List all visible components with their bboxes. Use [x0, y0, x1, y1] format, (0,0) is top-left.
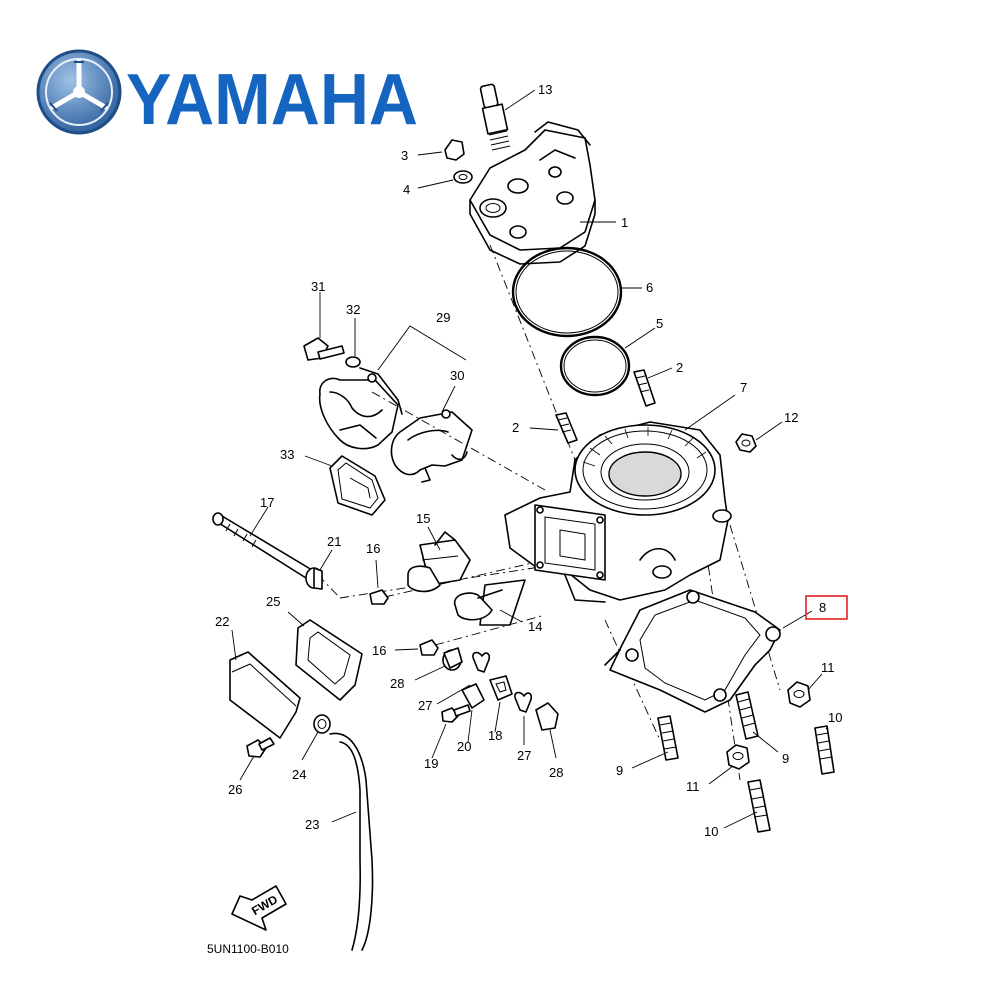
- part-stud-bolt-2-right: [633, 367, 673, 407]
- diagram-code: 5UN1100-B010: [207, 942, 289, 956]
- callout-28-upper: 28: [390, 676, 404, 691]
- callout-14: 14: [528, 619, 542, 634]
- part-stud-bolt-9-left: [631, 715, 679, 769]
- part-plate-22: [229, 629, 301, 739]
- callout-2-left: 2: [512, 420, 519, 435]
- part-cylinder-head: [469, 121, 616, 265]
- part-clamp-30: [390, 385, 473, 483]
- callout-16-lower: 16: [372, 643, 386, 658]
- part-bushing-28-lower: [535, 702, 559, 759]
- callout-32: 32: [346, 302, 360, 317]
- callout-11-lower: 11: [686, 779, 700, 794]
- callout-26: 26: [228, 782, 242, 797]
- part-cylinder: [504, 394, 736, 603]
- tuning-fork-emblem-icon: [36, 49, 122, 135]
- callout-30: 30: [450, 368, 464, 383]
- brand-name: YAMAHA: [126, 60, 418, 140]
- callout-31: 31: [311, 279, 325, 294]
- callout-27-lower: 27: [517, 748, 531, 763]
- callout-10-right: 10: [828, 710, 842, 725]
- part-washer-32: [345, 318, 361, 368]
- part-nut-12: [735, 421, 783, 453]
- callout-4: 4: [403, 182, 410, 197]
- part-o-ring-5: [559, 327, 656, 397]
- callout-27-upper: 27: [418, 698, 432, 713]
- callout-21: 21: [327, 534, 341, 549]
- part-washer-4: [417, 170, 473, 189]
- callout-22: 22: [215, 614, 229, 629]
- part-nut-11-upper: [787, 673, 823, 708]
- part-bolt-16-upper: [369, 559, 389, 605]
- part-nut-3: [417, 139, 465, 161]
- part-stud-bolt-10-bottom: [723, 779, 771, 833]
- part-valve-14: [453, 579, 526, 626]
- part-bushing-21: [305, 549, 333, 590]
- part-bushing-28-upper: [414, 647, 463, 681]
- callout-15: 15: [416, 511, 430, 526]
- part-shaft-17: [212, 506, 313, 579]
- callout-25: 25: [266, 594, 280, 609]
- part-spark-plug: [479, 83, 536, 151]
- part-bolt-26: [239, 737, 275, 781]
- callout-20: 20: [457, 739, 471, 754]
- callout-11-upper: 11: [821, 660, 835, 675]
- part-bracket-18: [489, 675, 513, 733]
- part-clamp-29: [318, 325, 467, 450]
- selected-part-highlight[interactable]: [805, 595, 848, 620]
- fwd-arrow-icon: FWD: [231, 885, 287, 931]
- part-bolt-16-lower: [394, 639, 439, 656]
- callout-17: 17: [260, 495, 274, 510]
- part-valve-15: [407, 526, 471, 593]
- callout-1: 1: [621, 215, 628, 230]
- part-nut-11-lower: [708, 744, 750, 785]
- callout-9-left: 9: [616, 763, 623, 778]
- callout-28-lower: 28: [549, 765, 563, 780]
- callout-9-right: 9: [782, 751, 789, 766]
- callout-29: 29: [436, 310, 450, 325]
- callout-7: 7: [740, 380, 747, 395]
- part-stud-bolt-10-right: [814, 725, 835, 775]
- part-clamp-24: [301, 714, 331, 761]
- callout-19: 19: [424, 756, 438, 771]
- part-clip-33: [304, 455, 386, 516]
- callout-labels: 13 3 4 1 6 5 2 7 12 2 31 32 29 30 33 17 …: [215, 82, 842, 839]
- part-hose-23: [329, 732, 374, 951]
- part-o-ring-6: [511, 246, 642, 338]
- part-gasket-25: [287, 611, 363, 701]
- part-bolt-31: [303, 292, 345, 361]
- part-cylinder-gasket: [604, 589, 813, 713]
- callout-16-upper: 16: [366, 541, 380, 556]
- part-stud-bolt-2-left: [529, 412, 578, 444]
- part-stud-bolt-9-right: [735, 691, 779, 753]
- callout-5: 5: [656, 316, 663, 331]
- callout-6: 6: [646, 280, 653, 295]
- callout-23: 23: [305, 817, 319, 832]
- callout-3: 3: [401, 148, 408, 163]
- callout-10-bottom: 10: [704, 824, 718, 839]
- callout-12: 12: [784, 410, 798, 425]
- yamaha-logo: YAMAHA: [36, 49, 418, 140]
- callout-13: 13: [538, 82, 552, 97]
- part-screw-19: [431, 704, 471, 759]
- callout-2-right: 2: [676, 360, 683, 375]
- callout-33: 33: [280, 447, 294, 462]
- part-bracket-20: [461, 683, 485, 743]
- callout-24: 24: [292, 767, 306, 782]
- part-clip-27-lower: [514, 691, 533, 745]
- callout-18: 18: [488, 728, 502, 743]
- callout-8: 8: [819, 600, 826, 615]
